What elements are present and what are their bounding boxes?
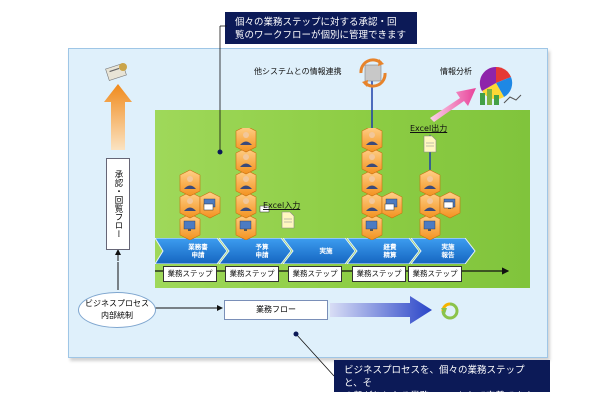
step-box-2-label: 業務ステップ [229,269,275,278]
process-step-2-line1: 予算 [255,243,269,251]
analysis-label: 情報分析 [440,67,472,76]
process-step-5: 実施 報告 [420,241,476,261]
business-process-line2: 内部統制 [101,311,133,320]
document-icon [423,135,437,153]
process-step-2: 予算 申請 [234,241,290,261]
blue-flow-arrow [330,296,432,324]
approval-icon [105,63,127,81]
stack-2 [235,128,257,240]
callout-definition: ビジネスプロセスを、個々の業務ステップと、そ の繋がりとなる業務フローとして定義… [334,360,550,415]
orange-up-arrow [104,84,132,150]
process-step-5-line2: 報告 [441,251,455,259]
stack-3 [361,128,403,240]
step-box-5: 業務ステップ [408,266,462,282]
analysis-icon [479,66,522,105]
process-step-4: 経費 精算 [362,241,418,261]
business-flow-label: 業務フロー [256,305,296,314]
process-step-3-line1: 実施 [319,247,333,255]
callout-definition-line1: ビジネスプロセスを、個々の業務ステップと、そ [344,365,525,389]
mail-icon [203,201,454,213]
excel-output-label: Excel出力 [410,124,448,133]
process-step-3: 実施 [298,241,354,261]
callout-approval-line1: 個々の業務ステップに対する承認・回 [235,17,397,28]
step-box-1-label: 業務ステップ [167,269,213,278]
sync-icon [359,58,387,88]
step-box-2: 業務ステップ [225,266,279,282]
process-step-1-line2: 申請 [191,251,205,259]
integration-label: 他システムとの情報連携 [254,67,342,76]
process-step-1: 業務書 申請 [170,241,226,261]
process-step-4-line1: 経費 [383,243,397,251]
approval-flow-label: 承認・回覧フロー [113,170,123,238]
step-box-3: 業務ステップ [288,266,342,282]
step-box-1: 業務ステップ [163,266,217,282]
step-box-4-label: 業務ステップ [356,269,402,278]
stack-4 [419,169,461,240]
step-box-4: 業務ステップ [352,266,406,282]
process-step-4-line2: 精算 [383,251,397,259]
approval-stacks [179,128,461,240]
business-flow-box: 業務フロー [224,300,328,320]
step-box-3-label: 業務ステップ [292,269,338,278]
process-step-1-line1: 業務書 [188,243,208,251]
process-step-2-line2: 申請 [255,251,269,259]
stack-1 [179,169,221,240]
document-icon-input [281,211,295,229]
business-process-line1: ビジネスプロセス [85,299,149,308]
process-step-5-line1: 実施 [441,243,455,251]
callout-bottom-connector [295,333,335,377]
step-box-5-label: 業務ステップ [412,269,458,278]
business-process-oval: ビジネスプロセス 内部統制 [78,292,156,328]
process-chevron-bar [155,238,476,264]
excel-input-label: Excel入力 [263,201,301,210]
callout-approval: 個々の業務ステップに対する承認・回 覧のワークフローが個別に管理できます [225,12,417,44]
recycle-icon [441,302,459,320]
approval-flow-box: 承認・回覧フロー [106,158,130,250]
callout-approval-line2: 覧のワークフローが個別に管理できます [235,30,407,41]
pink-analysis-arrow [430,88,476,122]
